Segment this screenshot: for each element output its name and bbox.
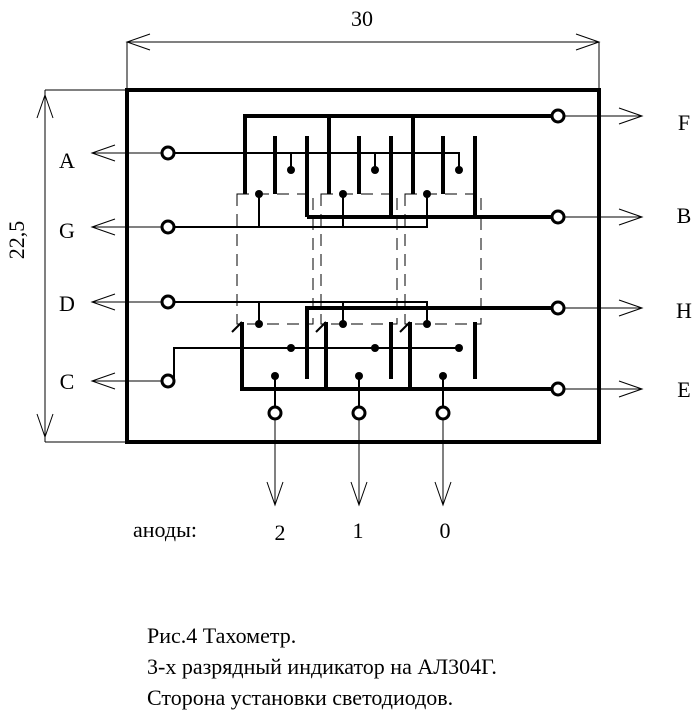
height-dimension: 22,5 [4,89,127,443]
anode-1-label: 1 [353,518,364,543]
upper-segments [273,136,558,219]
terminal-c-label: C [60,369,75,394]
digit-outlines [236,193,482,325]
line-a [168,152,463,174]
terminal-a-label: A [59,148,75,173]
caption-line-3: Сторона установки светодиодов. [147,685,454,710]
figure-caption: Рис.4 Тахометр. 3-х разрядный индикатор … [147,620,497,713]
terminal-b-label: B [677,203,692,228]
line-c [168,344,463,382]
right-terminals: F B H E [550,107,692,402]
anode-2-label: 2 [275,520,286,545]
board-outline [125,88,601,444]
width-dimension: 30 [125,6,601,90]
line-d [168,301,431,328]
anode-lines [266,372,452,507]
terminal-g-label: G [59,218,75,243]
bus-e [231,321,558,391]
width-label: 30 [351,6,373,31]
anodes-label: аноды: [133,517,197,542]
anode-0-label: 0 [440,518,451,543]
terminal-e-label: E [677,377,690,402]
bus-h [305,306,558,379]
terminal-h-label: H [676,298,692,323]
height-label: 22,5 [4,221,29,260]
terminal-f-label: F [678,110,690,135]
bus-f [243,114,558,194]
caption-line-2: 3-х разрядный индикатор на АЛ304Г. [147,654,497,679]
line-g [168,190,431,228]
terminal-d-label: D [59,291,75,316]
caption-line-1: Рис.4 Тахометр. [147,623,297,648]
left-terminals: A G D C [59,144,176,394]
